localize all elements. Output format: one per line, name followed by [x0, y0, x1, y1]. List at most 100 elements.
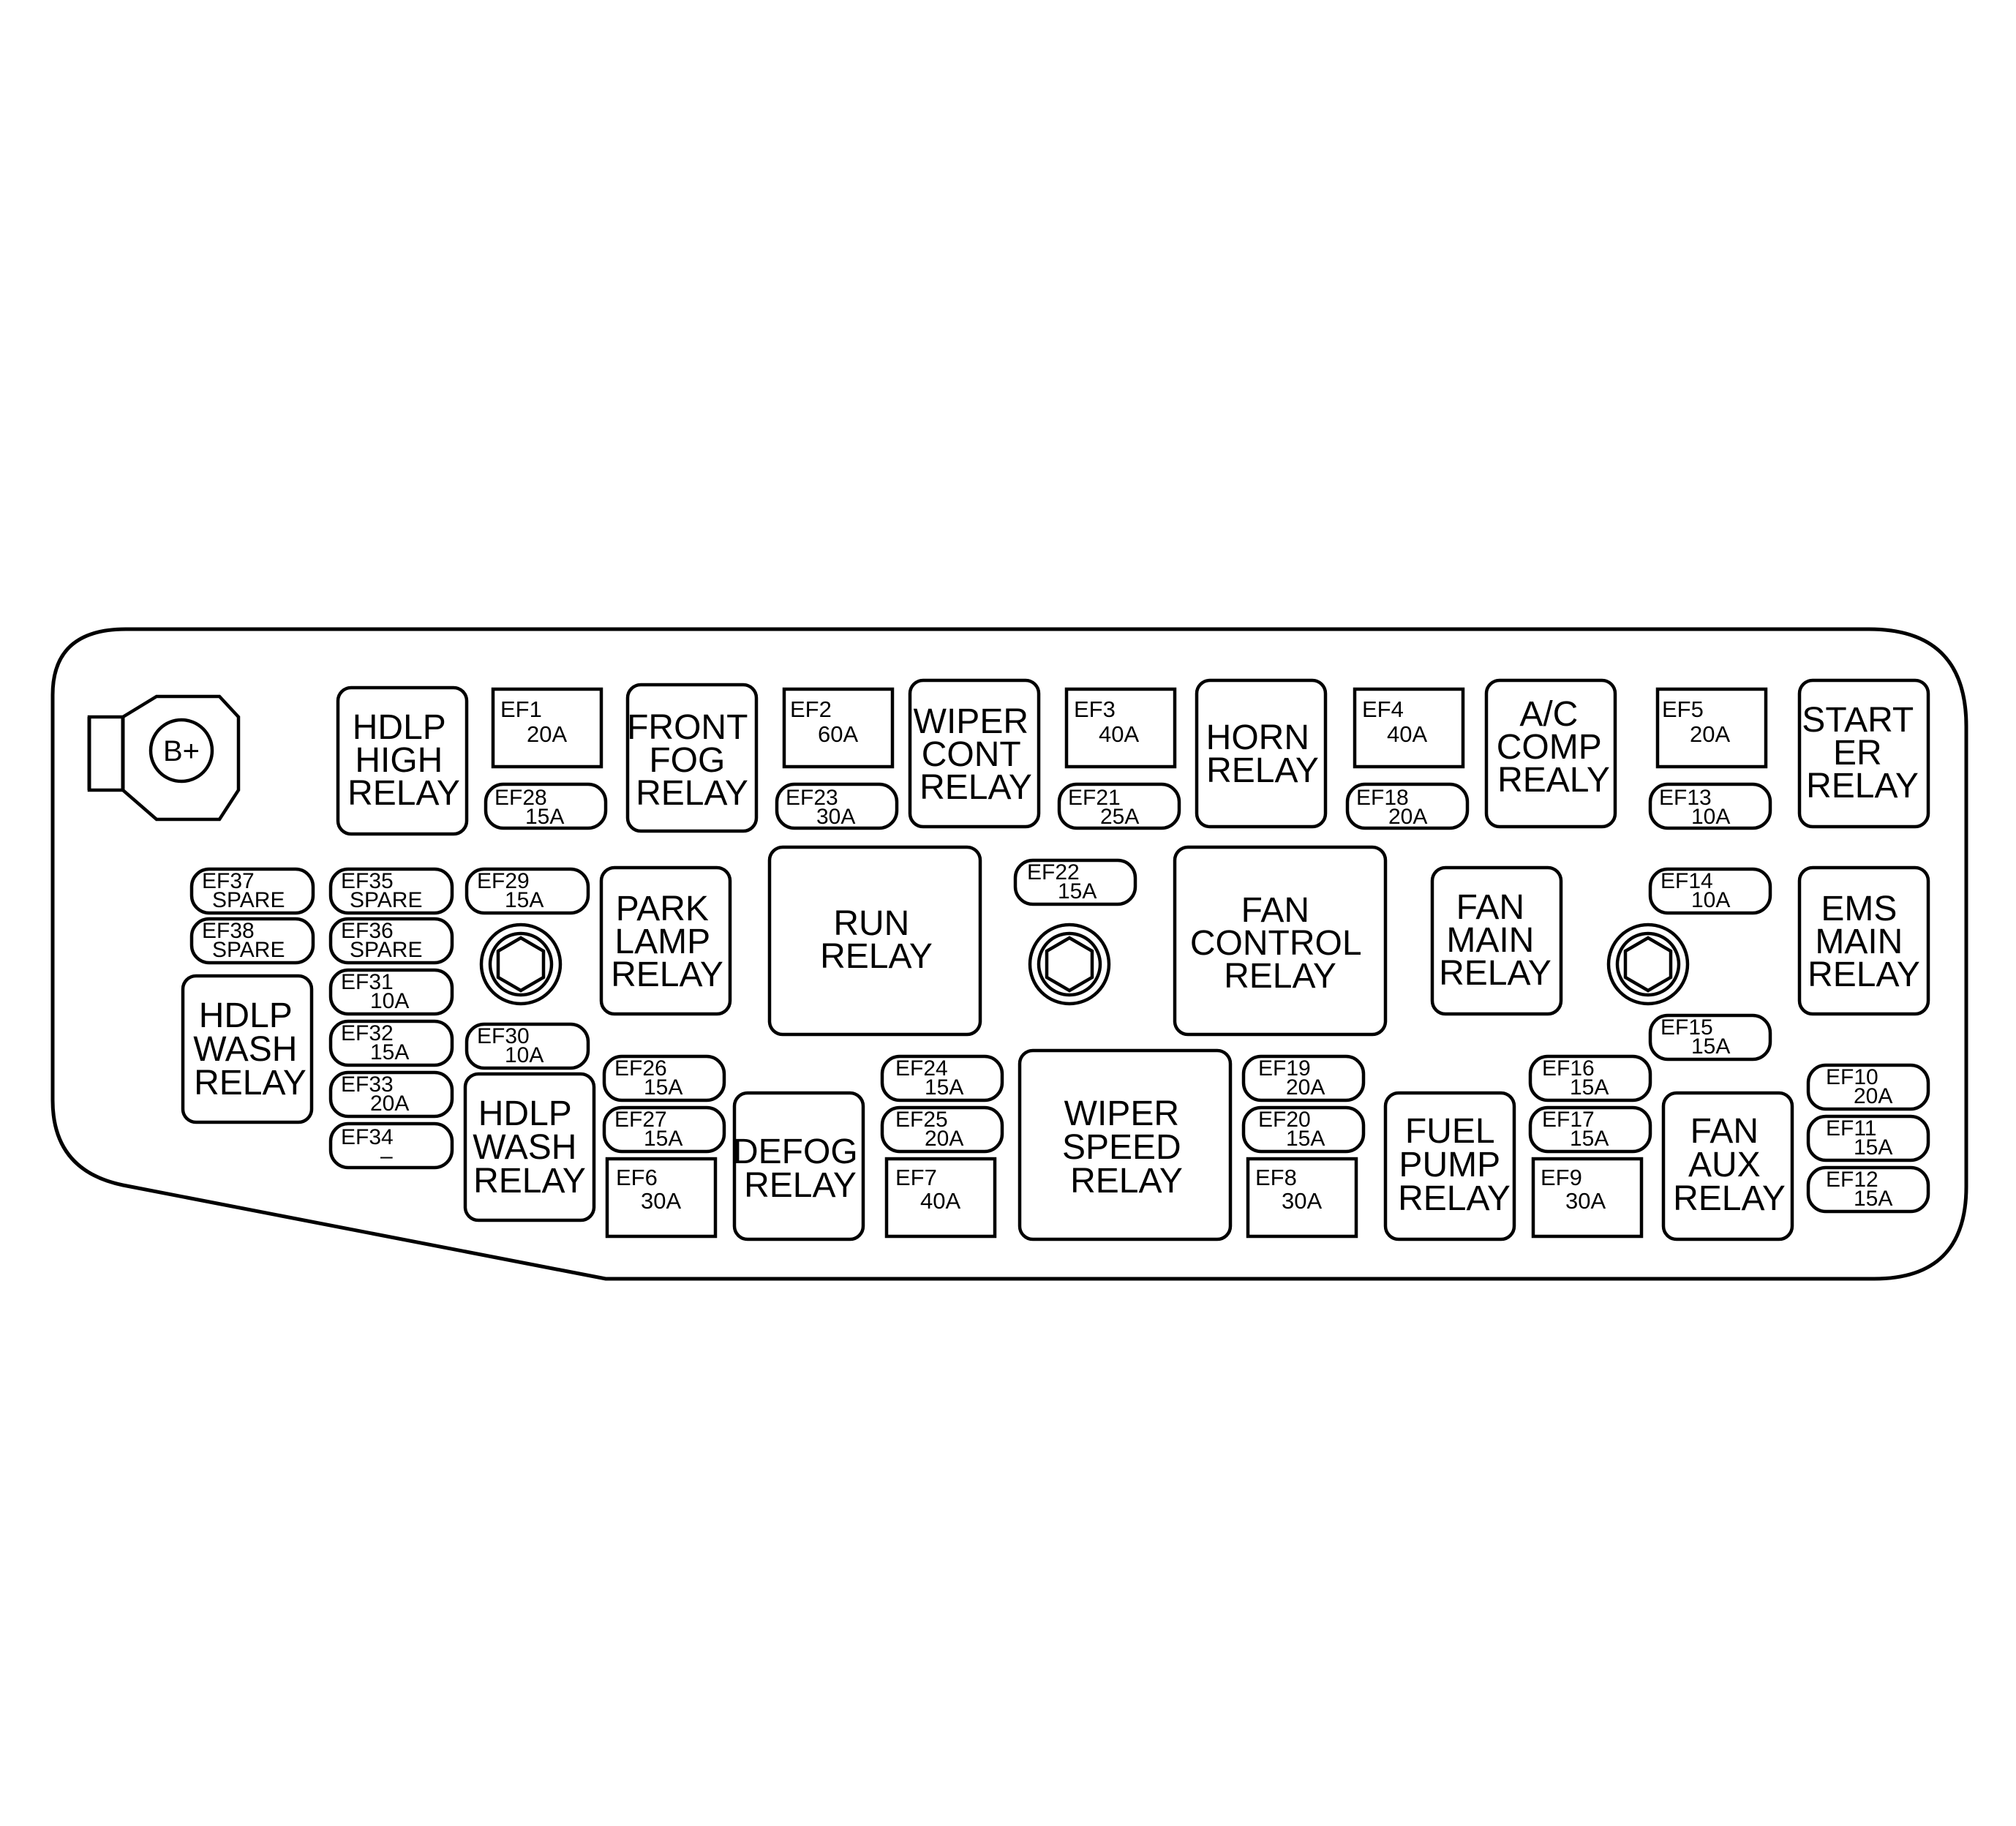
fuse-ef19: EF19 20A	[1241, 1054, 1366, 1102]
relay-hdlp-wash-left: HDLP WASH RELAY	[181, 974, 314, 1124]
fuse-ef37: EF37 SPARE	[189, 867, 315, 915]
fuse-ef15: EF15 15A	[1648, 1013, 1772, 1062]
fuse-rating: 60A	[818, 721, 858, 747]
relay-defog: DEFOG RELAY	[732, 1091, 868, 1241]
fuse-id: EF30	[477, 1024, 530, 1048]
fuse-id: EF1	[500, 696, 542, 722]
fuse-id: EF35	[341, 869, 394, 893]
fuse-box	[189, 917, 315, 965]
fuse-box	[1648, 782, 1772, 830]
battery-terminal: B+	[87, 694, 241, 822]
fuse-rating: 15A	[644, 1075, 682, 1100]
fuse-box	[464, 1022, 590, 1070]
relay-label: RUN RELAY	[820, 904, 933, 976]
fuse-rating: 30A	[816, 805, 855, 829]
fuse-box	[1528, 1105, 1652, 1154]
relay-wiper-speed: WIPER SPEED RELAY	[1018, 1048, 1233, 1241]
fuse-id: EF34	[341, 1125, 394, 1149]
fuse-rating: 40A	[1099, 721, 1139, 747]
fuse-rating: 20A	[1854, 1084, 1892, 1108]
relay-box	[1195, 678, 1328, 829]
fuse-ef18: EF18 20A	[1345, 782, 1470, 830]
fuse-box	[1806, 1063, 1930, 1111]
fuse-id: EF19	[1258, 1056, 1311, 1081]
bolt-stud-right	[1606, 923, 1690, 1006]
fuse-rating: 20A	[925, 1127, 963, 1151]
fuse-box	[328, 1019, 454, 1067]
fuse-id: EF6	[616, 1165, 658, 1190]
terminal-label: B+	[163, 735, 200, 767]
relay-box	[732, 1091, 865, 1241]
relay-label: DEFOG RELAY	[733, 1132, 868, 1205]
fuse-box	[775, 782, 899, 830]
fuse-id: EF23	[786, 786, 838, 810]
fuse-box	[884, 1157, 997, 1239]
fuse-rating: 15A	[1570, 1127, 1609, 1151]
fuse-ef10: EF10 20A	[1806, 1063, 1930, 1111]
fuse-ef6: EF6 30A	[605, 1157, 718, 1239]
bolt-stud-center	[1028, 923, 1111, 1006]
relay-label: EMS MAIN RELAY	[1808, 890, 1920, 994]
fuse-ef32: EF32 15A	[328, 1019, 454, 1067]
fuse-ef4: EF4 40A	[1353, 687, 1465, 769]
relay-box	[336, 685, 469, 836]
relay-label: FRONT FOG RELAY	[627, 708, 757, 813]
fuse-box	[491, 687, 603, 769]
stud-hex	[1045, 936, 1094, 993]
relay-hdlp-high: HDLP HIGH RELAY	[336, 685, 469, 836]
fuse-box	[1806, 1165, 1930, 1214]
fuse-box	[1057, 782, 1181, 830]
relay-box	[599, 865, 732, 1016]
fuse-rating: 20A	[527, 721, 567, 747]
relay-box	[1430, 865, 1563, 1016]
fuse-box	[605, 1157, 718, 1239]
fuse-box	[1241, 1054, 1366, 1102]
relay-label: HDLP WASH RELAY	[473, 1094, 587, 1201]
fuse-ef17: EF17 15A	[1528, 1105, 1652, 1154]
relay-box	[1661, 1091, 1794, 1241]
fuse-ef34: EF34 –	[328, 1121, 454, 1170]
relay-label: HDLP HIGH RELAY	[347, 708, 460, 813]
fuse-ef29: EF29 15A	[464, 867, 590, 915]
relay-label: FUEL PUMP RELAY	[1398, 1112, 1511, 1218]
fuse-ef13: EF13 10A	[1648, 782, 1772, 830]
fuse-ef24: EF24 15A	[880, 1054, 1004, 1102]
fuse-id: EF5	[1662, 696, 1704, 722]
fuse-id: EF17	[1542, 1108, 1595, 1132]
fuse-box	[1648, 1013, 1772, 1062]
fuse-box	[1531, 1157, 1644, 1239]
fuse-box	[464, 867, 590, 915]
relay-box	[1018, 1048, 1233, 1241]
relay-run: RUN RELAY	[767, 845, 982, 1037]
relay-label: FAN CONTROL RELAY	[1190, 891, 1370, 996]
fuse-id: EF18	[1356, 786, 1409, 810]
fuse-id: EF15	[1660, 1015, 1713, 1040]
relay-box	[1797, 865, 1930, 1016]
fuse-box	[880, 1054, 1004, 1102]
fuse-ef2: EF2 60A	[782, 687, 895, 769]
relay-hdlp-wash-mid: HDLP WASH RELAY	[463, 1072, 596, 1222]
fuse-rating: 20A	[370, 1092, 409, 1116]
fuse-id: EF31	[341, 970, 394, 994]
fuse-rating: 10A	[370, 989, 409, 1013]
relay-front-fog: FRONT FOG RELAY	[625, 683, 759, 833]
relay-label: HDLP WASH RELAY	[193, 996, 307, 1102]
relay-label: WIPER CONT RELAY	[914, 702, 1039, 807]
relay-box	[181, 974, 314, 1124]
fuse-rating: 15A	[525, 805, 564, 829]
relay-box	[1173, 845, 1388, 1037]
fuse-rating: 10A	[505, 1043, 544, 1067]
fuse-box	[1806, 1114, 1930, 1162]
fuse-rating: SPARE	[212, 888, 285, 912]
relay-fuel-pump: FUEL PUMP RELAY	[1383, 1091, 1516, 1241]
relay-fan-control: FAN CONTROL RELAY	[1173, 845, 1388, 1037]
fuse-id: EF13	[1659, 786, 1712, 810]
fuse-rating: 15A	[1286, 1127, 1325, 1151]
relay-box	[1797, 678, 1930, 829]
fuse-id: EF21	[1068, 786, 1121, 810]
fuse-id: EF10	[1826, 1065, 1878, 1089]
fuse-ef3: EF3 40A	[1064, 687, 1177, 769]
fuse-ef31: EF31 10A	[328, 968, 454, 1016]
fuse-box	[1013, 858, 1137, 906]
